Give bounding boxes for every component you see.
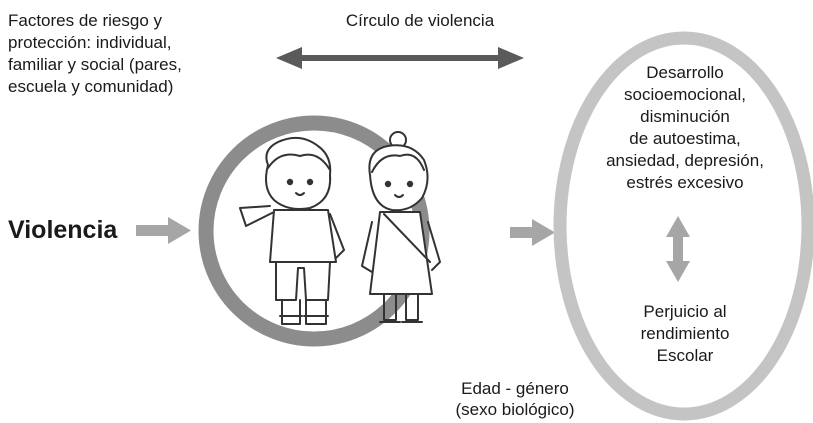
emotional-effects-line: disminución [640,107,730,126]
school-effect-line: rendimiento [640,324,730,343]
risk-factors-line: familiar y social (pares, [8,55,182,74]
cycle-label: Círculo de violencia [345,11,495,30]
age-gender-line: (sexo biológico) [455,400,575,419]
risk-factors-line: Factores de riesgo y [8,11,163,30]
risk-factors-line: escuela y comunidad) [8,77,174,96]
vertical-double-arrow [666,216,690,282]
boy-figure [239,136,345,325]
age-gender-line: Edad - género [461,379,569,398]
outcomes-oval [553,31,813,421]
emotional-effects-line: de autoestima, [629,129,741,148]
emotional-effects-line: socioemocional, [624,85,746,104]
school-effect-line: Perjuicio al [643,302,727,321]
emotional-effects-line: estrés excesivo [626,173,744,192]
cycle-double-arrow [276,47,524,69]
violence-arrow [136,217,191,244]
risk-factors-line: protección: individual, [8,33,172,52]
outcome-arrow [510,219,555,246]
school-effect-text: Perjuicio al rendimiento Escolar [585,301,785,367]
children-illustration [239,131,441,325]
risk-factors-text: Factores de riesgo y protección: individ… [8,10,248,98]
school-effect-line: Escolar [656,346,714,365]
girl-figure [361,131,441,323]
emotional-effects-line: Desarrollo [646,63,724,82]
violence-label: Violencia [8,216,118,244]
age-gender-text: Edad - género (sexo biológico) [425,378,605,420]
emotional-effects-text: Desarrollo socioemocional, disminución d… [585,62,785,194]
emotional-effects-line: ansiedad, depresión, [606,151,764,170]
